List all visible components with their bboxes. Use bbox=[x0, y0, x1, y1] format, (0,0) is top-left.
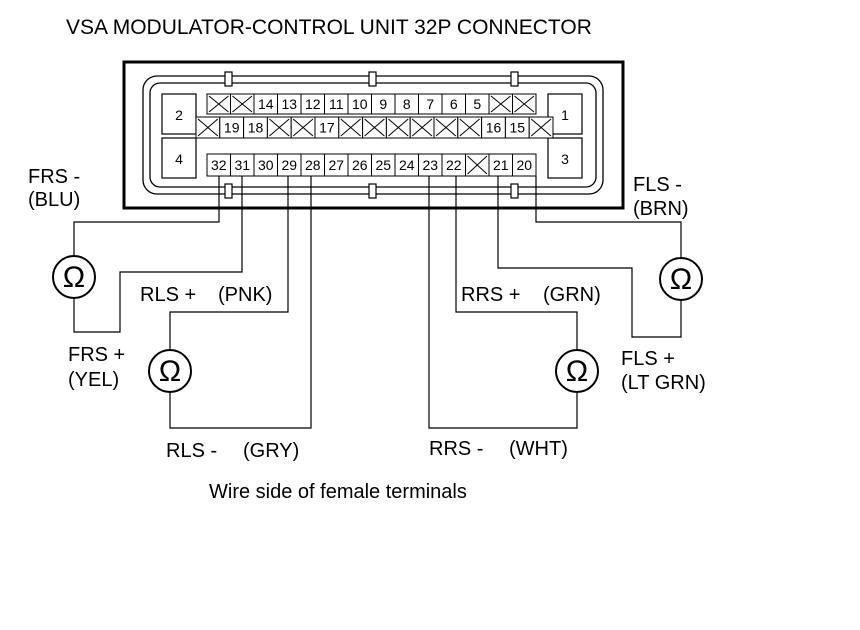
label-fls-minus: FLS - bbox=[633, 174, 682, 196]
label-rrs-minus: RRS - bbox=[429, 438, 483, 460]
pin-row-3: 32 31 30 29 28 27 26 25 24 23 22 21 20 bbox=[206, 153, 537, 177]
wire-rls-plus bbox=[169, 176, 289, 350]
unused-cross-mark bbox=[530, 118, 552, 137]
diagram-caption: Wire side of female terminals bbox=[209, 481, 467, 503]
unused-cross-mark bbox=[340, 118, 361, 137]
wire-frs-plus bbox=[73, 176, 243, 333]
pin-number-19: 19 bbox=[224, 120, 240, 136]
wire-frs-minus bbox=[73, 176, 220, 256]
pin-number-21: 21 bbox=[493, 157, 509, 173]
label-rrs-minus-color: (WHT) bbox=[509, 438, 568, 460]
unused-cross-mark bbox=[411, 118, 433, 137]
wire-fls-minus bbox=[535, 176, 682, 258]
pin-number-15: 15 bbox=[510, 120, 526, 136]
pin-number-20: 20 bbox=[516, 157, 532, 173]
unused-cross-mark bbox=[292, 118, 314, 137]
ohmmeter-rls: Ω bbox=[148, 349, 192, 393]
pin-number-13: 13 bbox=[281, 96, 297, 112]
pin-number-14: 14 bbox=[258, 96, 274, 112]
unused-cross-mark bbox=[388, 118, 409, 137]
ohm-icon: Ω bbox=[159, 355, 181, 388]
pin-number-10: 10 bbox=[352, 96, 368, 112]
wire-fls-plus bbox=[497, 176, 682, 338]
pin-2: 2 bbox=[175, 107, 183, 123]
pin-row-2: 19 18 17 16 15 bbox=[195, 116, 554, 139]
ohm-icon: Ω bbox=[63, 261, 85, 294]
label-frs-minus: FRS - bbox=[28, 166, 80, 188]
ohmmeter-frs: Ω bbox=[52, 255, 96, 299]
label-frs-plus: FRS + bbox=[68, 344, 125, 366]
unused-cross-mark bbox=[435, 118, 457, 137]
ohm-icon: Ω bbox=[670, 263, 692, 296]
pin-number-5: 5 bbox=[473, 96, 481, 112]
pin-number-12: 12 bbox=[305, 96, 321, 112]
unused-cross-mark bbox=[197, 118, 219, 137]
connector-housing bbox=[122, 60, 625, 210]
pin-number-29: 29 bbox=[281, 157, 297, 173]
wire-rrs-plus bbox=[455, 176, 578, 350]
pin-number-11: 11 bbox=[329, 96, 344, 112]
ohmmeter-rrs: Ω bbox=[555, 349, 599, 393]
pin-number-23: 23 bbox=[422, 157, 438, 173]
pin-number-31: 31 bbox=[234, 157, 250, 173]
pin-number-26: 26 bbox=[352, 157, 368, 173]
label-frs-plus-color: (YEL) bbox=[68, 369, 119, 391]
pin-number-27: 27 bbox=[328, 157, 344, 173]
unused-cross-mark bbox=[459, 118, 480, 137]
ohmmeter-fls: Ω bbox=[659, 257, 703, 301]
wires bbox=[73, 176, 682, 429]
label-rrs-plus-color: (GRN) bbox=[543, 284, 601, 306]
label-fls-plus-color: (LT GRN) bbox=[621, 372, 706, 394]
pin-number-32: 32 bbox=[211, 157, 227, 173]
label-rrs-plus: RRS + bbox=[461, 284, 520, 306]
pin-number-7: 7 bbox=[426, 96, 434, 112]
pin-3: 3 bbox=[561, 151, 569, 167]
pin-number-28: 28 bbox=[305, 157, 321, 173]
pin-number-17: 17 bbox=[319, 120, 335, 136]
pin-number-22: 22 bbox=[446, 157, 462, 173]
label-fls-minus-color: (BRN) bbox=[633, 198, 689, 220]
wire-rrs-minus bbox=[428, 176, 578, 429]
label-frs-minus-color: (BLU) bbox=[28, 189, 80, 211]
pin-4: 4 bbox=[175, 151, 183, 167]
corner-pins: 2 1 4 3 bbox=[161, 93, 583, 179]
pin-number-9: 9 bbox=[379, 96, 387, 112]
unused-cross-mark bbox=[467, 155, 488, 175]
unused-cross-mark bbox=[364, 118, 385, 137]
pin-1: 1 bbox=[561, 107, 569, 123]
pin-number-24: 24 bbox=[399, 157, 415, 173]
diagram-title: VSA MODULATOR-CONTROL UNIT 32P CONNECTOR bbox=[66, 16, 592, 39]
terminal-cell bbox=[512, 153, 537, 177]
label-rls-plus: RLS + bbox=[140, 284, 196, 306]
wire-rls-minus bbox=[169, 176, 312, 429]
unused-cross-mark bbox=[269, 118, 290, 137]
pin-number-30: 30 bbox=[258, 157, 274, 173]
label-fls-plus: FLS + bbox=[621, 348, 675, 370]
unused-cross-mark bbox=[514, 95, 535, 113]
label-rls-minus: RLS - bbox=[166, 440, 217, 462]
unused-cross-mark bbox=[232, 95, 253, 113]
pin-number-16: 16 bbox=[486, 120, 502, 136]
pin-number-18: 18 bbox=[248, 120, 264, 136]
pin-number-25: 25 bbox=[375, 157, 391, 173]
unused-cross-mark bbox=[490, 95, 511, 113]
label-rls-minus-color: (GRY) bbox=[243, 440, 299, 462]
ohm-icon: Ω bbox=[566, 355, 588, 388]
unused-cross-mark bbox=[208, 95, 229, 113]
pin-number-6: 6 bbox=[450, 96, 458, 112]
label-rls-plus-color: (PNK) bbox=[218, 284, 272, 306]
pin-number-8: 8 bbox=[403, 96, 411, 112]
